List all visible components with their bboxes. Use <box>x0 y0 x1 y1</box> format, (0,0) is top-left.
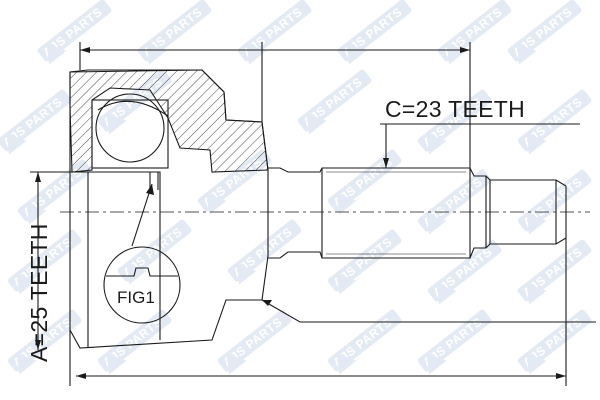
housing-section-hatch <box>69 69 269 173</box>
ball-circle <box>95 93 165 163</box>
ajs-logo-icon <box>206 193 227 215</box>
fig1-detail-circle <box>103 246 181 324</box>
ajs-logo-icon <box>526 213 547 235</box>
ajs-logo-icon <box>526 133 547 155</box>
watermark-tile: AJS PARTS <box>296 68 388 151</box>
inner-bore <box>88 171 161 340</box>
ajs-logo-icon <box>436 283 457 305</box>
ajs-logo-icon <box>6 133 27 155</box>
lower-leader <box>261 299 596 323</box>
watermark-tile: AJS PARTS <box>416 88 508 171</box>
ajs-logo-icon <box>226 353 247 375</box>
ball-race-arc <box>97 100 169 117</box>
watermark-tile: AJS PARTS <box>436 0 528 82</box>
watermark-tile: AJS PARTS <box>236 0 328 82</box>
shaft-lower <box>268 237 567 259</box>
ajs-logo-icon <box>16 353 37 375</box>
watermark-tile: AJS PARTS <box>336 0 428 82</box>
ajs-logo-icon <box>346 43 367 65</box>
spline-c-label: C=23 TEETH <box>385 96 525 122</box>
watermark-tile: AJS PARTS <box>96 308 188 391</box>
ajs-logo-icon <box>336 273 357 295</box>
watermark-tile: AJS PARTS <box>506 0 598 82</box>
watermark-tile: AJS PARTS <box>6 308 98 391</box>
spline-a-label: A=25 TEETH <box>26 223 52 362</box>
fig1-label: FIG1 <box>117 288 155 307</box>
ajs-logo-icon <box>426 213 447 235</box>
watermark-tile: AJS PARTS <box>226 218 318 301</box>
ajs-logo-icon <box>526 353 547 375</box>
watermark-tile: AJS PARTS <box>516 308 600 391</box>
watermark-tile: AJS PARTS <box>136 0 228 82</box>
watermark-tile: AJS PARTS <box>326 228 418 311</box>
watermark-tile: AJS PARTS <box>516 168 600 251</box>
arrowheads <box>35 47 566 379</box>
watermark-tile: AJS PARTS <box>96 68 188 151</box>
watermark-tile: AJS PARTS <box>326 148 418 231</box>
ajs-logo-icon <box>146 43 167 65</box>
watermark-tile: AJS PARTS <box>416 308 508 391</box>
ajs-logo-icon <box>446 43 467 65</box>
watermark-tile: AJS PARTS <box>0 88 87 171</box>
ajs-logo-icon <box>336 353 357 375</box>
ajs-logo-icon <box>426 133 447 155</box>
ajs-logo-icon <box>526 283 547 305</box>
ajs-logo-icon <box>516 43 537 65</box>
ajs-logo-icon <box>126 263 147 285</box>
shaft-upper <box>268 167 567 187</box>
spline-teeth <box>326 171 466 255</box>
watermark-tile: AJS PARTS <box>426 238 518 321</box>
watermark-tile: AJS PARTS <box>326 308 418 391</box>
watermark-tile: AJS PARTS <box>516 88 600 171</box>
ajs-logo-icon <box>236 263 257 285</box>
watermark-tile: AJS PARTS <box>36 0 128 82</box>
ajs-logo-icon <box>246 43 267 65</box>
fig1-leader <box>131 183 153 247</box>
watermark-tile: AJS PARTS <box>16 158 108 241</box>
ajs-logo-icon <box>426 353 447 375</box>
ajs-logo-icon <box>336 193 357 215</box>
watermark-tile: AJS PARTS <box>516 238 600 321</box>
ajs-logo-icon <box>16 273 37 295</box>
ajs-logo-icon <box>46 43 67 65</box>
watermark-tile: AJS PARTS <box>416 168 508 251</box>
fig1-tooth-profile <box>106 267 178 277</box>
watermark-tile: AJS PARTS <box>6 228 98 311</box>
cage-window <box>91 99 169 169</box>
ajs-logo-icon <box>306 113 327 135</box>
ajs-logo-icon <box>106 113 127 135</box>
watermark-tile: AJS PARTS <box>116 218 208 301</box>
watermark-tile: AJS PARTS <box>196 148 288 231</box>
watermark-tile: AJS PARTS <box>216 308 308 391</box>
ajs-logo-icon <box>26 203 47 225</box>
ajs-logo-icon <box>106 353 127 375</box>
